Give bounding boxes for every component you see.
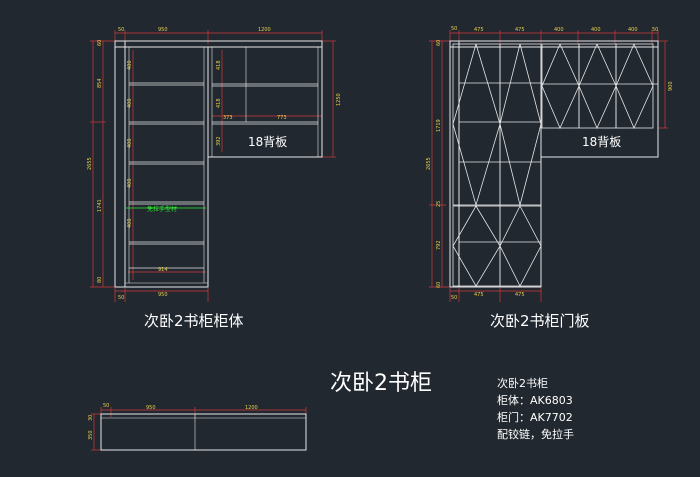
door-panel-elevation: 50 475 475 400 400 400 50 50 475 475 60 …: [426, 26, 674, 302]
svg-text:373: 373: [223, 115, 233, 121]
svg-text:60: 60: [436, 282, 442, 288]
drawing-title: 次卧2书柜: [330, 371, 432, 396]
svg-text:50: 50: [118, 27, 124, 33]
svg-text:950: 950: [158, 27, 168, 33]
svg-text:80: 80: [97, 277, 103, 283]
door-dimension-lines: [429, 30, 668, 302]
svg-text:400: 400: [127, 178, 133, 188]
upper-doors: [541, 43, 654, 129]
svg-text:418: 418: [216, 60, 222, 70]
svg-text:400: 400: [127, 98, 133, 108]
svg-text:475: 475: [474, 27, 484, 33]
body-back-panel-label: 18背板: [248, 135, 287, 149]
door-carcass-outline: [449, 40, 659, 288]
svg-text:475: 475: [474, 292, 484, 298]
svg-text:50: 50: [451, 26, 457, 32]
svg-text:50: 50: [118, 295, 124, 301]
svg-text:418: 418: [216, 98, 222, 108]
svg-text:25: 25: [436, 201, 442, 207]
svg-text:400: 400: [127, 218, 133, 228]
svg-text:400: 400: [127, 60, 133, 70]
svg-text:475: 475: [515, 27, 525, 33]
svg-text:2655: 2655: [87, 157, 93, 170]
svg-text:475: 475: [515, 292, 525, 298]
svg-text:1741: 1741: [97, 199, 103, 212]
door-dimension-text: 50 475 475 400 400 400 50 50 475 475 60 …: [426, 26, 674, 301]
cabinet-body-elevation: 免拉手型材 50 950 1200 50 950 914 60 854 2655…: [87, 27, 342, 302]
body-dimension-text: 50 950 1200 50 950 914 60 854 2655 1741 …: [87, 27, 342, 301]
note-line-2: 柜体：AK6803: [497, 393, 573, 407]
svg-text:50: 50: [103, 403, 109, 409]
svg-text:60: 60: [436, 40, 442, 46]
svg-text:950: 950: [146, 405, 156, 411]
plan-view: 50 950 1200 30 350: [88, 403, 307, 451]
handle-profile-label: 免拉手型材: [147, 205, 177, 213]
svg-text:1200: 1200: [245, 405, 258, 411]
spec-notes: 次卧2书柜 柜体：AK6803 柜门：AK7702 配铰链，免拉手: [497, 376, 574, 441]
svg-text:350: 350: [88, 430, 94, 440]
svg-text:792: 792: [436, 240, 442, 250]
svg-text:400: 400: [591, 27, 601, 33]
svg-text:1250: 1250: [336, 93, 342, 106]
note-line-3: 柜门：AK7702: [497, 410, 573, 424]
svg-text:50: 50: [652, 27, 658, 33]
door-view-label: 次卧2书柜门板: [490, 312, 590, 330]
svg-text:900: 900: [668, 81, 674, 91]
svg-text:30: 30: [88, 415, 94, 421]
svg-text:400: 400: [628, 27, 638, 33]
svg-text:1719: 1719: [436, 119, 442, 132]
svg-text:914: 914: [158, 267, 168, 273]
svg-text:2655: 2655: [426, 157, 432, 170]
door-back-panel-label: 18背板: [582, 135, 621, 149]
svg-text:950: 950: [158, 292, 168, 298]
note-line-4: 配铰链，免拉手: [497, 427, 574, 441]
svg-text:1200: 1200: [258, 27, 271, 33]
svg-text:60: 60: [97, 40, 103, 46]
svg-text:773: 773: [277, 115, 287, 121]
svg-text:400: 400: [554, 27, 564, 33]
note-line-1: 次卧2书柜: [497, 376, 548, 390]
svg-text:854: 854: [97, 78, 103, 88]
svg-text:392: 392: [216, 136, 222, 146]
body-shelves: [129, 82, 318, 269]
svg-text:50: 50: [451, 295, 457, 301]
svg-text:400: 400: [127, 138, 133, 148]
body-dimension-lines: [90, 30, 336, 302]
tall-doors: [452, 43, 542, 287]
body-view-label: 次卧2书柜柜体: [144, 312, 244, 330]
